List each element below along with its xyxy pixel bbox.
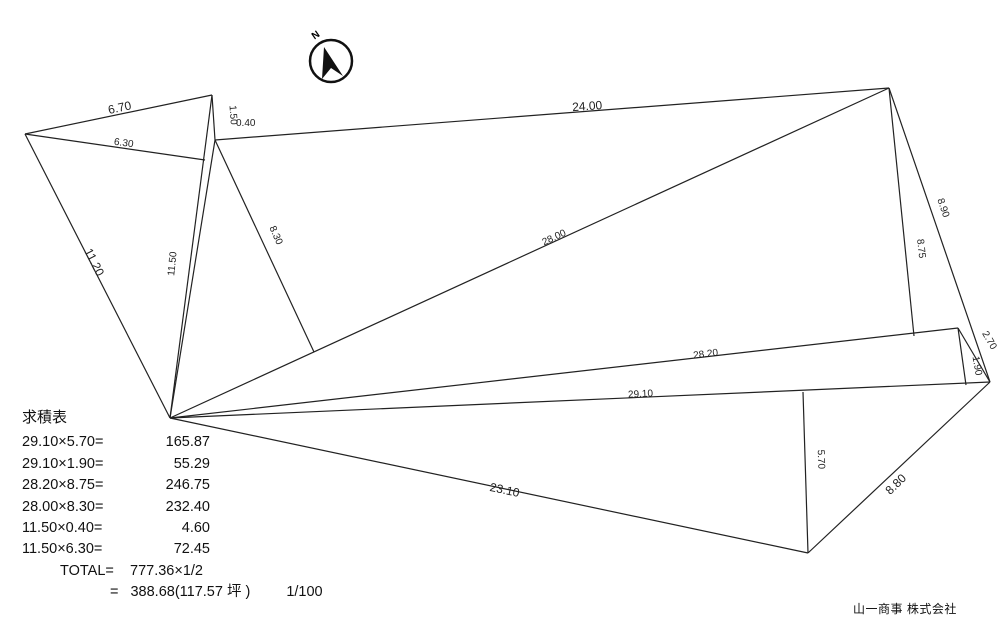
dim-1-90: 1.90 bbox=[970, 355, 984, 377]
calc-row: 28.00×8.30= 232.40 bbox=[22, 497, 323, 518]
plot-lines bbox=[24, 87, 991, 554]
dim-24-00: 24.00 bbox=[572, 98, 603, 114]
dim-1-50: 1.50 bbox=[227, 105, 239, 126]
dim-8-75: 8.75 bbox=[914, 238, 927, 259]
north-label: N bbox=[310, 29, 322, 42]
calc-row: 29.10×1.90= 55.29 bbox=[22, 454, 323, 475]
calc-expr: 29.10×1.90= bbox=[22, 455, 104, 472]
calc-expr: 28.00×8.30= bbox=[22, 498, 104, 515]
calc-row: 11.50×6.30= 72.45 bbox=[22, 539, 323, 560]
dim-8-80: 8.80 bbox=[883, 471, 910, 498]
dim-0-40: 0.40 bbox=[236, 118, 256, 129]
dim-8-30: 8.30 bbox=[267, 224, 285, 247]
calc-title: 求積表 bbox=[22, 409, 68, 426]
calc-value: 165.87 bbox=[165, 434, 210, 451]
total-value: 777.36×1/2 bbox=[130, 562, 203, 579]
area-calculation-table: 求積表 29.10×5.70= 165.87 29.10×1.90= 55.29 2… bbox=[22, 407, 323, 604]
calc-value: 232.40 bbox=[165, 498, 210, 515]
calc-expr: 29.10×5.70= bbox=[22, 434, 104, 451]
calc-row: 29.10×5.70= 165.87 bbox=[22, 432, 323, 453]
final-value: 388.68(117.57 坪 ) bbox=[130, 584, 251, 601]
dim-8-90: 8.90 bbox=[934, 197, 951, 219]
scale-label: 1/100 bbox=[286, 584, 323, 601]
dim-11-50: 11.50 bbox=[166, 251, 180, 277]
dim-11-20: 11.20 bbox=[81, 246, 107, 279]
dim-6-70: 6.70 bbox=[107, 98, 133, 117]
dimension-labels: 6.70 6.30 1.50 0.40 24.00 11.20 11.50 8.… bbox=[81, 98, 998, 500]
dim-6-30: 6.30 bbox=[113, 137, 134, 151]
final-prefix: = bbox=[110, 584, 119, 601]
calc-row: 28.20×8.75= 246.75 bbox=[22, 475, 323, 496]
calc-value: 246.75 bbox=[165, 477, 210, 494]
dim-29-10: 29.10 bbox=[628, 388, 654, 400]
calc-total-row: TOTAL= 777.36×1/2 bbox=[22, 561, 323, 582]
calc-value: 4.60 bbox=[181, 520, 210, 537]
calc-expr: 11.50×6.30= bbox=[22, 541, 103, 558]
calc-expr: 28.20×8.75= bbox=[22, 477, 104, 494]
calc-expr: 11.50×0.40= bbox=[22, 520, 103, 537]
company-name: 山一商事 株式会社 bbox=[853, 602, 957, 616]
calc-value: 72.45 bbox=[173, 541, 210, 558]
dim-2-70: 2.70 bbox=[979, 329, 998, 352]
north-arrow-icon: N bbox=[308, 29, 354, 84]
calc-value: 55.29 bbox=[173, 455, 210, 472]
dim-28-20: 28.20 bbox=[693, 348, 720, 362]
calc-final-row: = 388.68(117.57 坪 ) 1/100 bbox=[22, 582, 323, 603]
calc-row: 11.50×0.40= 4.60 bbox=[22, 518, 323, 539]
dim-23-10: 23.10 bbox=[489, 480, 522, 500]
dim-28-00: 28.00 bbox=[541, 228, 569, 249]
dim-5-70: 5.70 bbox=[815, 449, 827, 469]
total-label: TOTAL= bbox=[60, 562, 114, 579]
